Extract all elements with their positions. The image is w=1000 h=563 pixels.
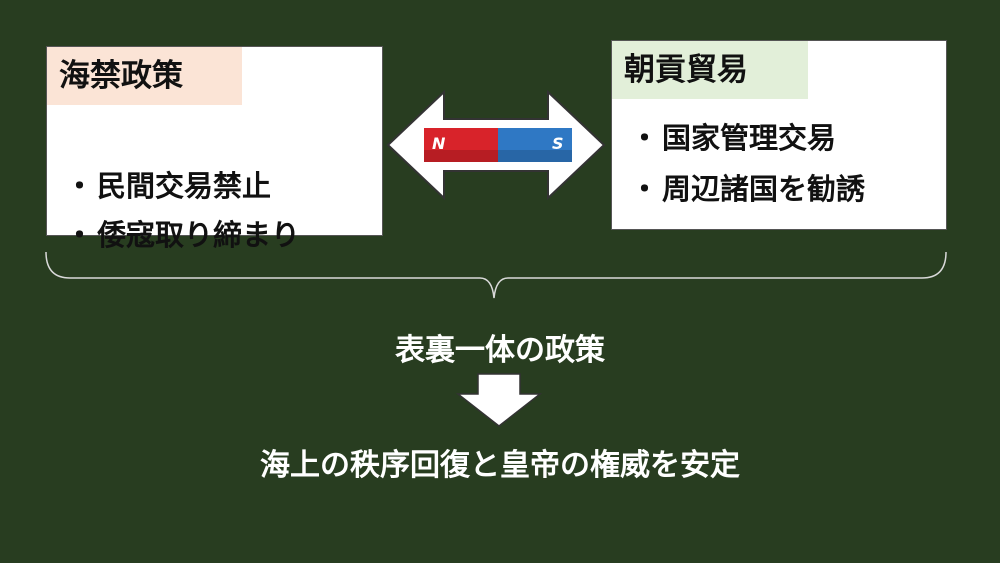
list-item-text: 国家管理交易 bbox=[662, 121, 837, 155]
magnet-south-half bbox=[498, 128, 572, 162]
list-item-text: 民間交易禁止 bbox=[97, 169, 272, 203]
tribute-trade-box: 朝貢貿易 ・国家管理交易 ・周辺諸国を勧誘 bbox=[611, 40, 947, 230]
bullet-mark: ・ bbox=[65, 169, 95, 203]
outcome-text: 海上の秩序回復と皇帝の権威を安定 bbox=[260, 448, 740, 483]
magnet-north-half bbox=[424, 128, 498, 162]
list-item: ・周辺諸国を勧誘 bbox=[630, 172, 865, 206]
double-arrow-icon: N S bbox=[386, 90, 606, 200]
down-arrow-shape bbox=[456, 373, 542, 427]
bullet-mark: ・ bbox=[630, 121, 660, 155]
magnet-shadow bbox=[424, 150, 572, 162]
kaikin-policy-box: 海禁政策 ・民間交易禁止 ・倭寇取り締まり bbox=[46, 46, 383, 252]
list-item-text: 周辺諸国を勧誘 bbox=[662, 172, 866, 206]
brace-line bbox=[45, 251, 947, 299]
magnet-south-label: S bbox=[552, 134, 564, 153]
list-item: ・倭寇取り締まり bbox=[65, 218, 300, 252]
down-arrow-icon bbox=[456, 373, 542, 427]
list-item-text: 倭寇取り締まり bbox=[97, 218, 301, 252]
bullet-mark: ・ bbox=[65, 218, 95, 252]
grouping-brace bbox=[45, 251, 947, 299]
bullet-mark: ・ bbox=[630, 172, 660, 206]
kaikin-policy-title: 海禁政策 bbox=[47, 47, 242, 105]
magnet-north-label: N bbox=[432, 134, 446, 153]
list-item: ・民間交易禁止 bbox=[65, 169, 271, 203]
list-item: ・国家管理交易 bbox=[630, 121, 836, 155]
integrated-policy-text: 表裏一体の政策 bbox=[395, 333, 605, 368]
tribute-trade-title: 朝貢貿易 bbox=[612, 41, 808, 99]
magnet-icon: N S bbox=[424, 128, 572, 162]
